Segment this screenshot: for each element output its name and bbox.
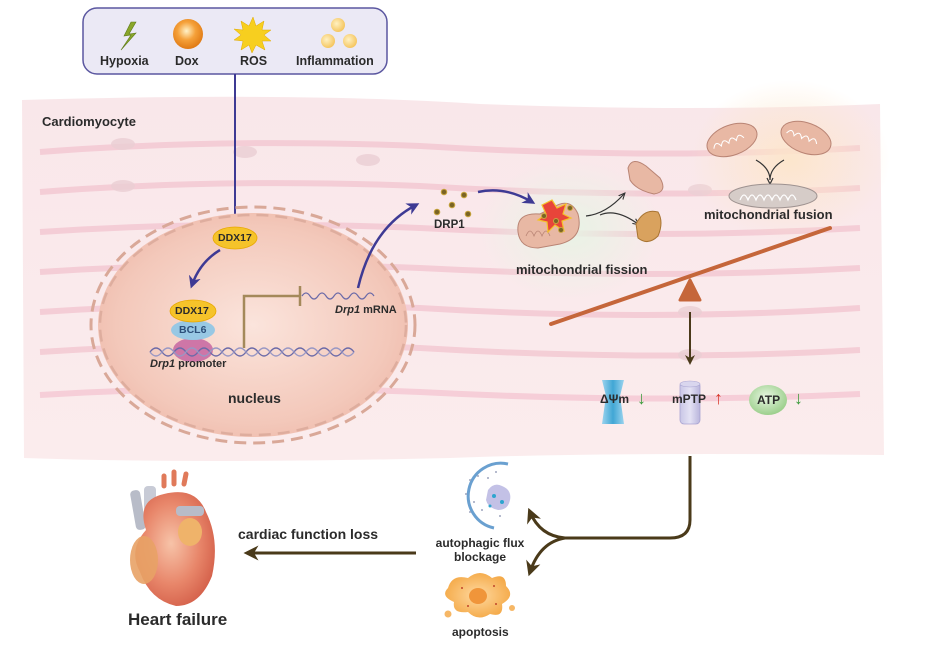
atp-oval-icon xyxy=(749,385,787,415)
cardiac-function-loss-label: cardiac function loss xyxy=(238,526,379,542)
sunburst-icon xyxy=(233,16,272,54)
drp1-particles xyxy=(433,188,472,218)
stimulus-label-ros: ROS xyxy=(240,54,268,68)
stimuli-box xyxy=(82,7,388,75)
atp-label: ATP xyxy=(757,393,781,407)
mitochondrial-fusion-label: mitochondrial fusion xyxy=(704,207,833,222)
branch-to-autophagy-arrow xyxy=(527,507,566,540)
stimulus-label-dox: Dox xyxy=(175,54,199,68)
particle-cluster-icon xyxy=(321,18,357,48)
ddx17-to-complex-arrow xyxy=(188,248,221,289)
fission-split-arrow-up xyxy=(585,194,624,217)
autophagy-line2: blockage xyxy=(453,550,507,564)
complex-bcl6-label: BCL6 xyxy=(179,324,207,336)
mrna-suffix: mRNA xyxy=(360,304,397,316)
autophagy-line1: autophagic flux xyxy=(435,536,525,550)
stimulus-label-inflammation: Inflammation xyxy=(296,54,374,68)
fragment-mitochondrion-2 xyxy=(635,210,662,242)
membrane-potential-label: ΔΨm xyxy=(600,392,630,406)
drp1-label: DRP1 xyxy=(434,219,465,231)
autophagosome-icon xyxy=(465,461,511,530)
autophagic-flux-blockage-label: autophagic flux blockage xyxy=(430,536,530,564)
mitochondrial-fission-label: mitochondrial fission xyxy=(516,262,648,277)
apoptosis-label: apoptosis xyxy=(452,625,509,639)
fission-split-arrow-down xyxy=(599,212,638,224)
stimulus-label-hypoxia: Hypoxia xyxy=(100,54,149,68)
outcome-branch-path xyxy=(560,456,692,540)
membrane-potential-down-arrow-icon: ↓ xyxy=(637,388,646,408)
cardiomyocyte-label: Cardiomyocyte xyxy=(42,114,136,129)
fusion-mitochondria xyxy=(706,120,832,209)
drp1-promoter-label: Drp1 promoter xyxy=(150,358,226,370)
branch-to-apoptosis-arrow xyxy=(526,536,566,577)
orange-sphere-icon xyxy=(173,19,203,49)
drp1-mrna-wave xyxy=(301,292,375,300)
fragment-mitochondrion-1 xyxy=(627,161,664,195)
mptp-pore-icon xyxy=(679,380,701,425)
drp1-to-mito-arrow xyxy=(477,189,536,204)
promoter-gene-name: Drp1 xyxy=(150,358,176,370)
ddx17-bcl6-complex xyxy=(169,299,217,362)
seesaw-fulcrum xyxy=(678,278,702,302)
promoter-suffix: promoter xyxy=(175,358,227,370)
dna-helix xyxy=(149,347,355,357)
nucleus xyxy=(89,205,417,445)
complex-ddx17-label: DDX17 xyxy=(175,305,209,317)
ddx17-oval xyxy=(212,226,258,250)
ddx17-label: DDX17 xyxy=(218,232,252,244)
mrna-to-drp1-arrow xyxy=(356,203,420,289)
nucleus-label: nucleus xyxy=(228,390,281,406)
lightning-bolt-icon xyxy=(120,21,137,51)
mrna-gene-name: Drp1 xyxy=(335,304,361,316)
apoptotic-cell-icon xyxy=(444,573,515,618)
transcription-start-marker xyxy=(242,294,300,348)
fission-fusion-seesaw xyxy=(549,226,832,326)
drp1-mrna-label: Drp1 mRNA xyxy=(335,304,397,316)
mptp-label: mPTP xyxy=(672,392,707,406)
atp-down-arrow-icon: ↓ xyxy=(794,388,803,408)
fission-mitochondrion xyxy=(517,199,580,249)
membrane-potential-channel-icon xyxy=(602,380,624,424)
heart-icon xyxy=(130,469,215,606)
mptp-up-arrow-icon: ↑ xyxy=(714,388,723,408)
heart-failure-label: Heart failure xyxy=(128,610,228,629)
